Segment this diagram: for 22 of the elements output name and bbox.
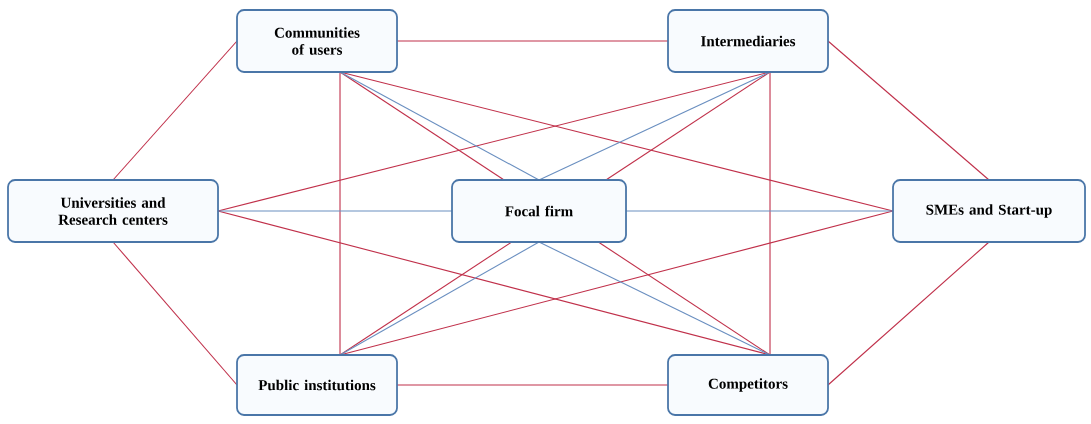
connector-line [625,210,894,212]
connector-line [396,384,669,386]
connector-line [396,40,669,42]
connector-line [217,210,453,212]
connector-line [339,71,540,181]
connector-line [769,71,771,356]
connector-line [538,241,771,356]
actor-box: Universities and Research centers [7,179,219,243]
connector-line [339,71,341,356]
connector-line [597,241,771,356]
connector-line [112,241,238,386]
actor-box: Communities of users [236,9,398,73]
connector-line [605,71,771,181]
actor-box: SMEs and Start-up [892,179,1086,243]
actor-box: Intermediaries [667,9,829,73]
actor-box: Public institutions [236,354,398,416]
connector-line [827,40,990,181]
actor-box: Focal firm [451,179,627,243]
actor-box: Competitors [667,354,829,416]
connector-line [538,71,771,181]
connector-line [827,241,990,386]
connector-line [112,40,238,181]
